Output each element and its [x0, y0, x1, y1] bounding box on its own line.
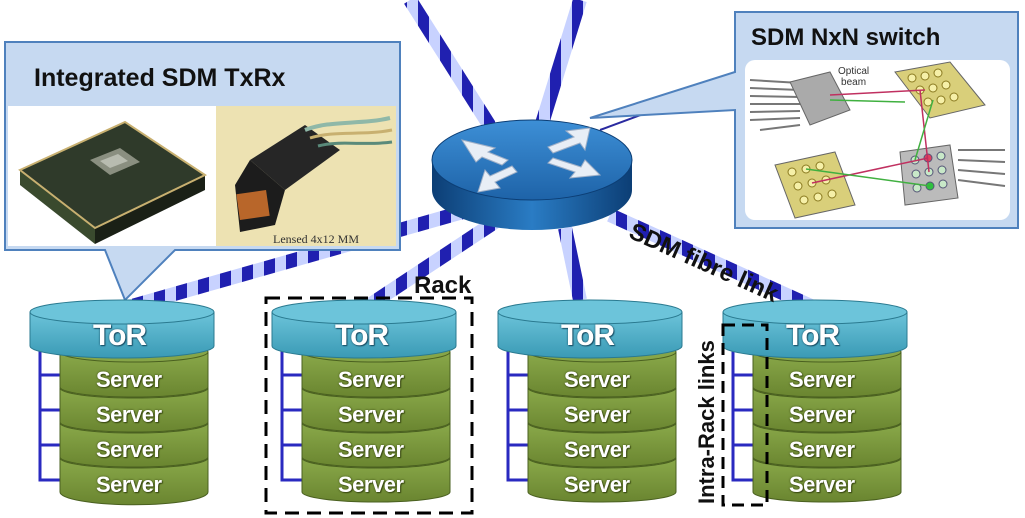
switch-callout-title: SDM NxN switch [751, 24, 941, 51]
server-label: Server [564, 402, 630, 427]
server-label: Server [338, 437, 404, 462]
lensed-caption: Lensed 4x12 MM [273, 232, 359, 246]
router-arrows-icon [460, 127, 602, 193]
sdm-chip-image [8, 106, 216, 246]
server-label: Server [789, 402, 855, 427]
router-icon [431, 119, 633, 230]
optical-beam-label: Optical beam [838, 66, 870, 88]
tor-label: ToR [786, 319, 840, 352]
server-stack [752, 341, 902, 503]
server-label: Server [789, 367, 855, 392]
server-stack [527, 341, 677, 503]
tor-switch [271, 299, 457, 359]
server-label: Server [96, 472, 162, 497]
server-label: Server [564, 437, 630, 462]
tor-switch [29, 299, 215, 359]
fibre-link-rack3 [558, 226, 587, 302]
rack-1 [29, 299, 215, 506]
rack-3 [497, 299, 683, 503]
fibre-link-up-right [533, 0, 587, 133]
server-label: Server [96, 367, 162, 392]
tor-label: ToR [561, 319, 615, 352]
server-label: Server [789, 437, 855, 462]
server-stack [59, 341, 209, 506]
tor-switch [497, 299, 683, 359]
server-label: Server [564, 367, 630, 392]
server-stack [301, 341, 451, 503]
fibre-link-rack1 [123, 203, 472, 315]
lensed-connector-image [216, 106, 396, 246]
server-label: Server [338, 472, 404, 497]
server-label: Server [338, 367, 404, 392]
server-label: Server [789, 472, 855, 497]
server-label: Server [96, 402, 162, 427]
intra-rack-label: Intra-Rack links [694, 340, 719, 504]
rack-highlight-box [264, 296, 474, 515]
txrx-callout-title: Integrated SDM TxRx [34, 64, 286, 92]
rack-label: Rack [414, 272, 472, 299]
rack-2 [271, 299, 457, 503]
intra-rack-highlight-box [721, 323, 769, 507]
server-label: Server [96, 437, 162, 462]
fibre-link-rack4 [607, 208, 823, 317]
fibre-link-rack2 [361, 216, 499, 314]
tor-switch [722, 299, 908, 359]
server-label: Server [564, 472, 630, 497]
fibre-links [123, 0, 823, 317]
tor-label: ToR [335, 319, 389, 352]
server-label: Server [338, 402, 404, 427]
rack-4 [722, 299, 908, 503]
tor-label: ToR [93, 319, 147, 352]
intra-rack-link-lines [38, 338, 753, 482]
nxn-switch-image [745, 60, 1010, 220]
